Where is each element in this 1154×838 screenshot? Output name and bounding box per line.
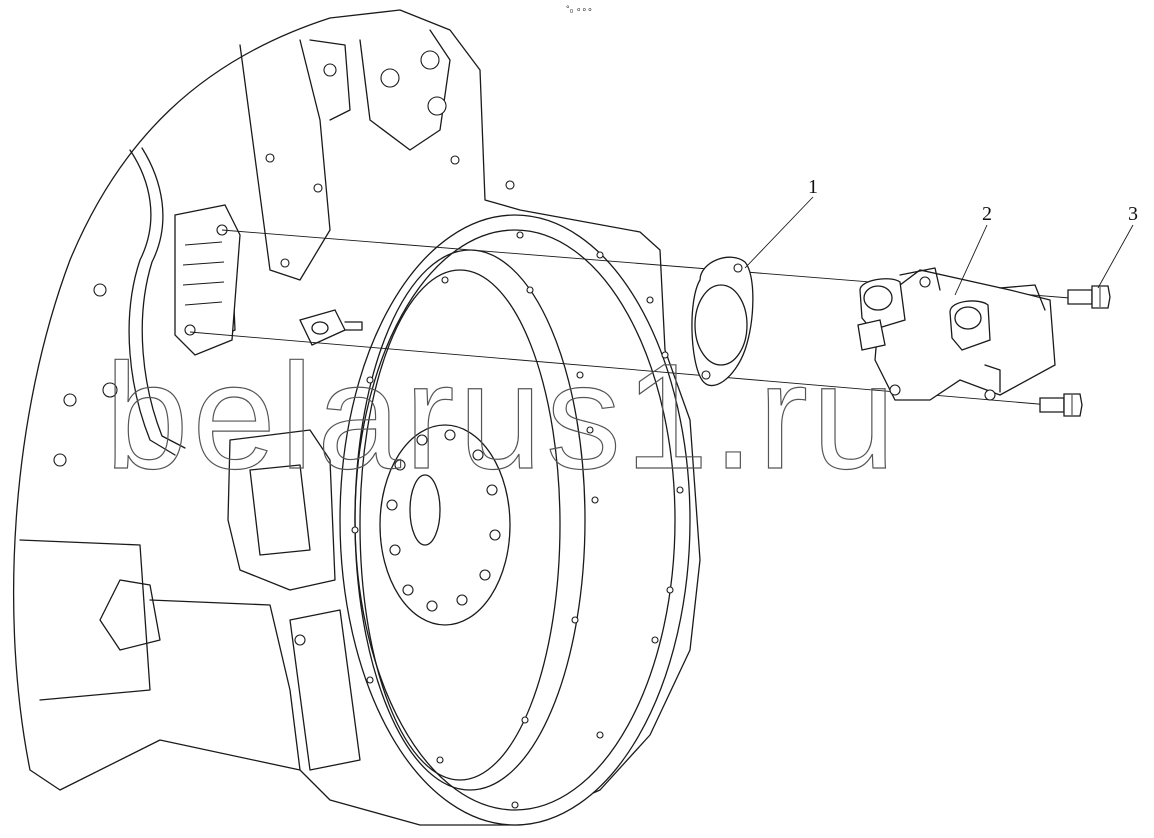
callout-3: 3: [1097, 203, 1138, 289]
part-gasket: [691, 256, 754, 387]
callout-1-label: 1: [808, 176, 818, 198]
housing-perimeter-holes: [351, 231, 684, 809]
callout-3-label: 3: [1128, 203, 1138, 225]
callout-1: 1: [744, 176, 818, 269]
part-bolt-upper: [1067, 285, 1111, 309]
flywheel-bolt-holes: [386, 429, 501, 612]
part-bracket-assembly: [857, 267, 1056, 401]
engine-block: [12, 9, 701, 826]
callout-2-label: 2: [982, 203, 992, 225]
top-mark: °₀ ∘∘∘: [566, 4, 593, 14]
flywheel-housing: [339, 214, 691, 826]
sensor: [299, 309, 363, 346]
callout-2: 2: [954, 203, 992, 296]
watermark: belarus1.ru: [105, 332, 899, 500]
part-bolt-lower: [1039, 393, 1083, 417]
